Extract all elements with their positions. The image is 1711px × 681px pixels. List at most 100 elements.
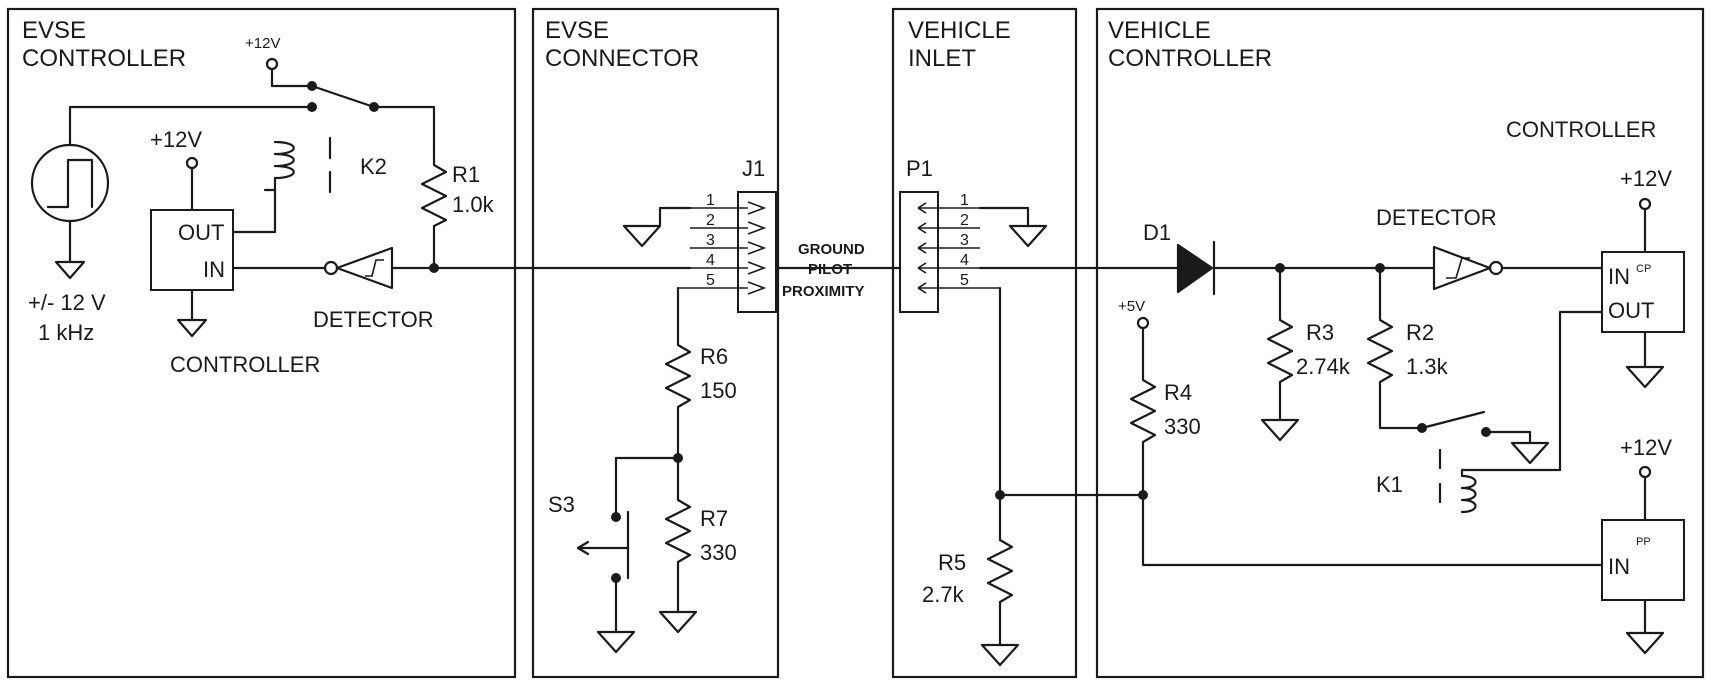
j1-pin-1-contact (747, 201, 767, 215)
vehicle-controller: CONTROLLER D1 R3 2.74k R2 1.3k K1 DETECT… (998, 117, 1685, 655)
switch-s3-label: S3 (548, 492, 575, 517)
r7-name-label: R7 (700, 506, 728, 531)
detector-hysteresis-icon (365, 259, 384, 277)
signal-names: GROUND PILOT PROXIMITY (782, 241, 865, 300)
ground-r5-icon (980, 643, 1020, 667)
pp-supply-label: +12V (1620, 435, 1672, 460)
r7-value-label: 330 (700, 540, 737, 565)
p1-pin-3-number: 3 (960, 232, 969, 249)
vehicle-detector-bubble (1488, 260, 1504, 276)
j1-pin-3-number: 3 (706, 232, 715, 249)
square-wave-icon (46, 158, 94, 209)
pp-in-label: IN (1608, 554, 1630, 579)
wire-s3-top (614, 456, 680, 519)
detector-invert-bubble (323, 260, 339, 276)
ground-p1-icon (1008, 224, 1048, 248)
ground-s3-icon (596, 630, 636, 654)
section-panels (6, 7, 1705, 679)
osc-frequency-label: 1 kHz (38, 320, 94, 345)
wire-ctrl-out-coil (231, 188, 277, 234)
r4-name-label: R4 (1164, 380, 1192, 405)
cp-in-label: IN (1608, 264, 1630, 289)
oscillator-source (30, 143, 110, 223)
j1-pin-2-contact (747, 221, 767, 235)
cp-out-label: OUT (1608, 298, 1654, 323)
j1-pin-3-contact (747, 241, 767, 255)
p1-pin-4-contact (917, 262, 980, 274)
vehicle-detector-icon (1432, 245, 1492, 291)
osc-amplitude-label: +/- 12 V (28, 290, 106, 315)
panel-vehicle-inlet (891, 7, 1078, 679)
vehicle-inlet: P1 1 2 3 4 5 R5 2.7k (899, 156, 1048, 667)
k2-switch-arm (310, 84, 376, 109)
relay-k2-label: K2 (360, 154, 387, 179)
panel-evse-connector (531, 7, 780, 679)
ctrl-supply-terminal (185, 156, 199, 170)
resistor-r6 (664, 286, 692, 462)
s3-contact-top (611, 512, 621, 522)
ground-pp-icon (1625, 631, 1665, 655)
title-vehicle-controller-1: VEHICLE (1108, 17, 1211, 44)
diode-d1-icon (1176, 243, 1214, 294)
cp-controller-box (1601, 251, 1685, 333)
ground-osc-icon (54, 260, 86, 280)
wire-p1-ground (978, 206, 1030, 227)
r2-value-label: 1.3k (1406, 354, 1449, 379)
evse-detector-label: DETECTOR (313, 307, 434, 332)
resistor-r3 (1266, 266, 1294, 422)
cp-sup-label: CP (1636, 263, 1651, 275)
r1-value-label: 1.0k (452, 192, 495, 217)
j1-pin-4-number: 4 (706, 252, 715, 269)
relay-k1-label: K1 (1376, 472, 1403, 497)
cp-supply-terminal (1638, 197, 1652, 211)
j1-pin-1-number: 1 (706, 192, 715, 209)
r6-name-label: R6 (700, 344, 728, 369)
wire-k2-supply (270, 67, 314, 88)
p1-pin-5-number: 5 (960, 272, 969, 289)
signal-ground-label: GROUND (798, 241, 865, 258)
ground-cp-icon (1625, 365, 1665, 389)
supply-terminal-k2 (265, 57, 279, 71)
supply-5v-terminal (1136, 316, 1150, 330)
cp-supply-label: +12V (1620, 166, 1672, 191)
ground-ctrl-icon (176, 318, 208, 338)
resistor-r4 (1129, 326, 1604, 567)
resistor-r7 (664, 456, 692, 614)
pp-supply-terminal (1638, 465, 1652, 479)
ground-r7-icon (658, 610, 698, 634)
r3-name-label: R3 (1306, 320, 1334, 345)
wire-k2-r1 (372, 105, 436, 152)
ground-r3-icon (1260, 418, 1300, 442)
wire-k1-ground (1484, 430, 1532, 444)
r4-value-label: 330 (1164, 414, 1201, 439)
diode-d1-label: D1 (1143, 220, 1171, 245)
resistor-r5 (986, 538, 1014, 647)
j1-pin-4-contact (747, 261, 767, 275)
j1-pin-5-number: 5 (706, 272, 715, 289)
r6-value-label: 150 (700, 378, 737, 403)
wire-j1-ground (658, 206, 692, 227)
k1-coil-icon (1460, 310, 1590, 514)
j1-pin-5-contact (747, 281, 767, 295)
s3-push-icon (576, 540, 630, 556)
evse-controller: +/- 12 V 1 kHz +12V K2 R1 1.0k +12V OUT … (28, 35, 495, 377)
k2-contact-b (307, 102, 317, 112)
wire-osc-top (68, 105, 312, 147)
evse-controller-box (150, 209, 234, 291)
supply-k2-label: +12V (245, 35, 280, 52)
plug-p1-body (899, 191, 939, 313)
title-evse-controller-2: CONTROLLER (22, 45, 186, 72)
signal-proximity-label: PROXIMITY (782, 283, 865, 300)
k1-switch-arm (1420, 410, 1486, 430)
title-vehicle-inlet-1: VEHICLE (908, 17, 1011, 44)
evse-connector: J1 1 2 3 4 5 R6 150 R7 330 (548, 156, 777, 654)
title-evse-controller-1: EVSE (22, 17, 86, 44)
ground-k1-icon (1510, 441, 1550, 465)
pp-controller-box (1601, 519, 1685, 601)
supply-5v-label: +5V (1118, 298, 1145, 315)
j1-pin-2-number: 2 (706, 212, 715, 229)
title-vehicle-inlet-2: INLET (908, 45, 976, 72)
resistor-r2 (1366, 266, 1424, 430)
k2-coil-icon (263, 140, 295, 192)
